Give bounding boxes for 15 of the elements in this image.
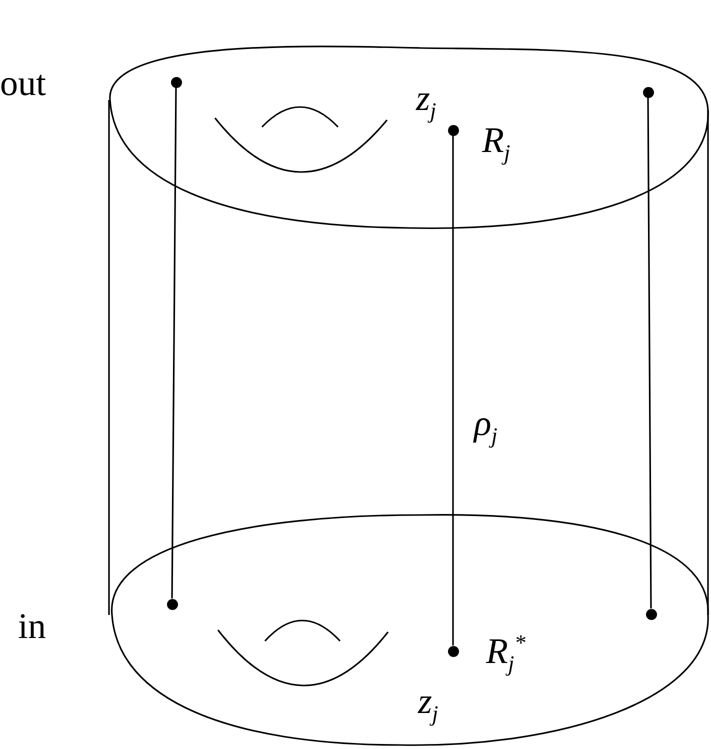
point-dot (642, 86, 654, 98)
point-dot (166, 598, 178, 610)
point-label: z$_{j}$ (418, 683, 438, 726)
edge-label: ρ$_{j}$ (474, 405, 498, 448)
point-label: z$_{j}$ (416, 80, 436, 122)
point-dot (646, 608, 656, 620)
connecting-line (452, 136, 454, 646)
boundary-label: out (0, 65, 46, 101)
connecting-line (647, 98, 652, 608)
point-dot (170, 76, 182, 88)
surface-label: R$_{j}$ (482, 122, 510, 164)
connecting-line (171, 88, 177, 598)
point-dot (448, 646, 458, 656)
point-dot (448, 124, 458, 136)
boundary-label: in (18, 608, 46, 644)
